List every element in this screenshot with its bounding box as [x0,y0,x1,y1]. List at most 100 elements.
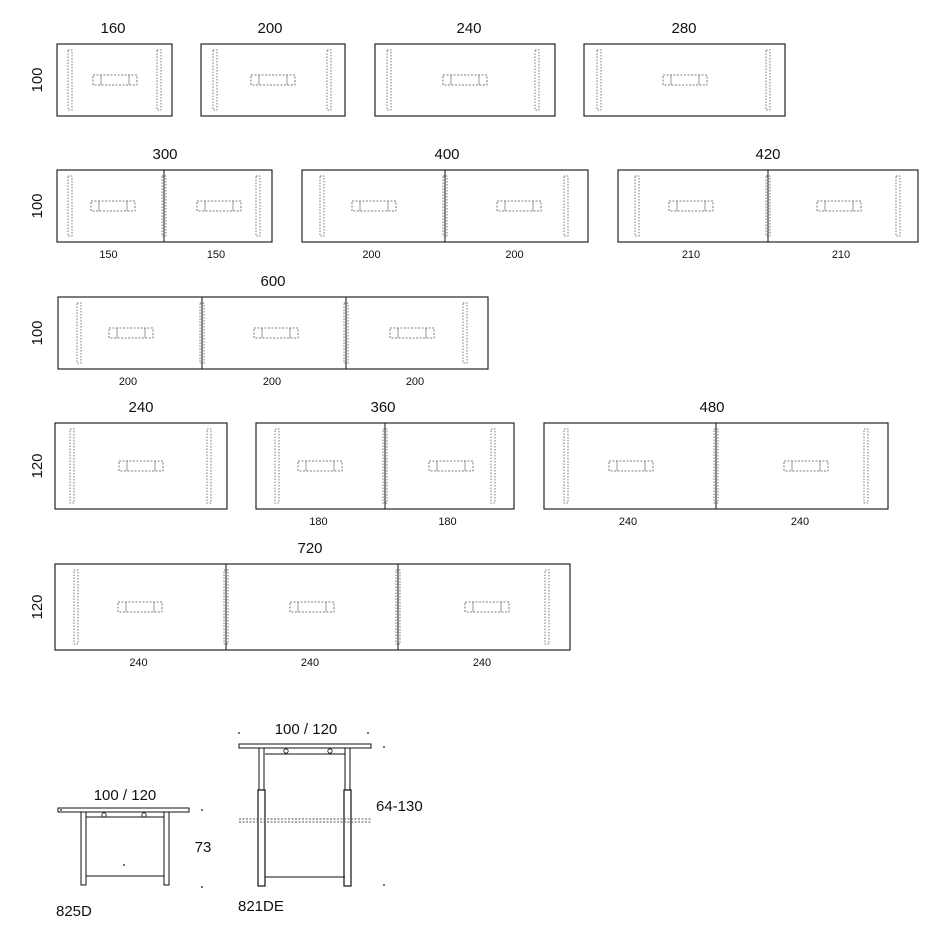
cable-tray-outline [442,74,488,86]
leg-right [163,811,170,886]
length-label: 280 [671,20,696,37]
leg-outline [462,302,468,364]
table-top-edge [238,743,372,749]
cable-tray-outline [608,460,654,472]
module-length-label: 180 [438,516,456,528]
elevation-height-label: 73 [195,839,212,856]
elevation-height-label: 64-130 [376,798,423,815]
cable-tray-outline [90,200,136,212]
length-label: 240 [128,399,153,416]
table-top-outline [583,43,786,117]
module-length-label: 180 [309,516,327,528]
elevation-code-label: 825D [56,903,92,920]
length-label: 480 [699,399,724,416]
length-label: 160 [100,20,125,37]
cable-tray-outline [662,74,708,86]
table-top-outline [57,296,489,370]
module-length-label: 240 [791,516,809,528]
length-label: 400 [434,146,459,163]
leg-lower-0 [257,789,266,887]
table-top-outline [200,43,346,117]
dimension-tick [383,884,385,886]
leg-outline [765,175,771,237]
module-length-label: 240 [473,657,491,669]
dimension-tick [367,732,369,734]
table-plan-200: 200 [200,20,346,117]
fixing-point [283,748,289,754]
module-length-label: 240 [129,657,147,669]
depth-label: 100 [29,320,46,345]
cable-tray-outline [117,601,163,613]
leg-left [80,811,87,886]
module-length-label: 240 [301,657,319,669]
cable-tray-outline [783,460,829,472]
table-plan-240: 240 120 [29,399,228,510]
cable-tray-outline [196,200,242,212]
depth-label: 100 [29,193,46,218]
cable-tray-outline [496,200,542,212]
length-label: 600 [260,273,285,290]
table-top-outline [56,43,173,117]
leg-outline [442,175,448,237]
cable-tray-outline [297,460,343,472]
leg-outline [73,569,79,645]
leg-outline [326,49,332,111]
length-label: 200 [257,20,282,37]
leg-outline [76,302,82,364]
table-plan-240: 240 [374,20,556,117]
cable-tray-outline [351,200,397,212]
dimension-tick [201,809,203,811]
leg-outline [534,49,540,111]
dimension-tick [123,864,125,866]
module-length-label: 210 [832,249,850,261]
dimension-tick [201,886,203,888]
leg-outline [212,49,218,111]
module-length-label: 200 [406,376,424,388]
leg-lower-1 [343,789,352,887]
cable-tray-outline [668,200,714,212]
leg-outline [274,428,280,504]
table-top-outline [54,563,571,651]
module-length-label: 150 [99,249,117,261]
leg-upper-0 [258,747,265,791]
leg-outline [69,428,75,504]
depth-label: 120 [29,453,46,478]
length-label: 300 [152,146,177,163]
length-label: 720 [297,540,322,557]
leg-outline [386,49,392,111]
cable-tray-outline [108,327,154,339]
module-length-label: 210 [682,249,700,261]
depth-label: 120 [29,594,46,619]
leg-outline [563,175,569,237]
leg-outline [765,49,771,111]
leg-outline [67,49,73,111]
module-length-label: 200 [119,376,137,388]
cable-tray-outline [289,601,335,613]
cable-tray-outline [389,327,435,339]
table-top-outline [374,43,556,117]
cable-tray-outline [816,200,862,212]
leg-outline [343,302,349,364]
table-plan-280: 280 [583,20,786,117]
depth-label: 100 [29,67,46,92]
cable-tray-outline [428,460,474,472]
cable-tray-outline [253,327,299,339]
dimension-tick [60,809,62,811]
dimension-tick [238,732,240,734]
leg-outline [863,428,869,504]
leg-outline [255,175,261,237]
length-label: 240 [456,20,481,37]
leg-upper-1 [344,747,351,791]
fixing-point [327,748,333,754]
leg-outline [156,49,162,111]
cable-tray-outline [92,74,138,86]
module-length-label: 200 [362,249,380,261]
